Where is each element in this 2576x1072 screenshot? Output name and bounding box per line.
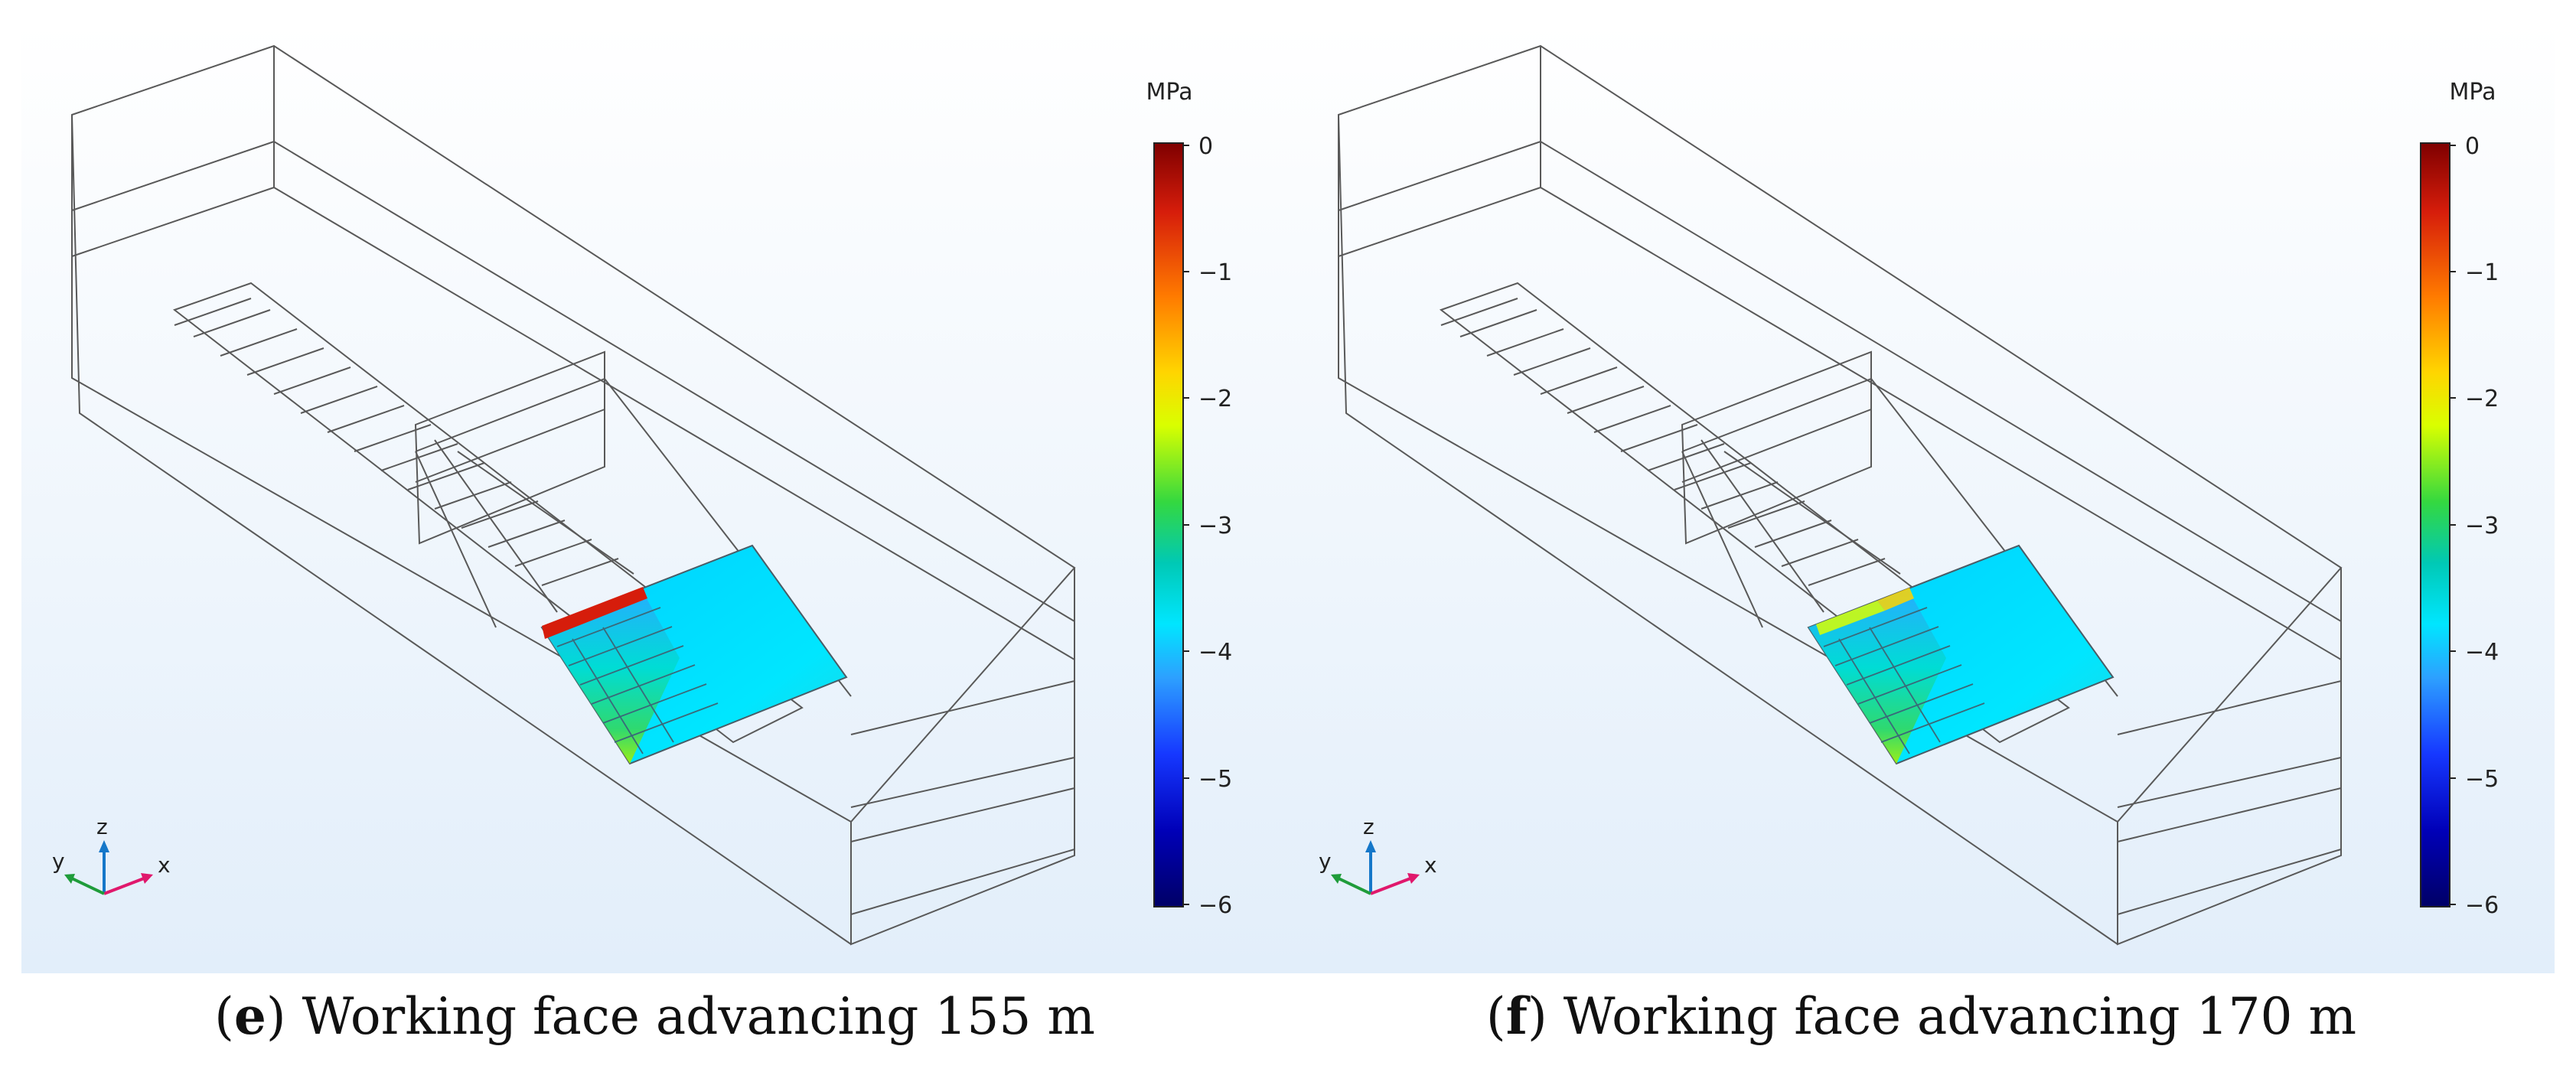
plot-background — [1288, 23, 2555, 973]
legend-unit: MPa — [1146, 79, 1192, 106]
tick-label: −6 — [1198, 892, 1232, 919]
roadway-ladder — [172, 282, 804, 744]
axis-x-label: x — [1424, 852, 1437, 878]
tick-label: −5 — [2465, 766, 2499, 793]
tick-label: −2 — [1198, 386, 1232, 412]
plot-background — [21, 23, 1288, 973]
axis-y-label: y — [1319, 849, 1332, 874]
tick-label: −1 — [1198, 259, 1232, 286]
color-legend: MPa 0 −1 −2 −3 −4 −5 −6 — [1146, 79, 1232, 919]
tick-label: −6 — [2465, 892, 2499, 919]
panel-e: z x y MPa 0 −1 −2 −3 −4 −5 −6 — [21, 23, 1288, 973]
axis-y-label: y — [52, 849, 65, 874]
tick-label: −5 — [1198, 766, 1232, 793]
tick-label: −3 — [1198, 513, 1232, 539]
model-view-e: z x y MPa 0 −1 −2 −3 −4 −5 −6 — [21, 23, 1288, 973]
axis-z-label: z — [96, 814, 108, 839]
axis-x-label: x — [158, 852, 171, 878]
roadway-ladder — [1439, 282, 2070, 744]
caption-letter: e — [233, 986, 266, 1046]
colorbar — [2420, 142, 2450, 907]
stress-band-yellow — [1816, 601, 1885, 635]
tick-label: 0 — [1198, 133, 1213, 160]
tick-label: −4 — [1198, 639, 1232, 666]
tick-label: 0 — [2465, 133, 2480, 160]
caption-text: Working face advancing 170 m — [1563, 987, 2357, 1046]
color-legend: MPa 0 −1 −2 −3 −4 −5 −6 — [2420, 79, 2499, 919]
legend-unit: MPa — [2449, 79, 2496, 106]
working-face-stress — [540, 544, 848, 765]
model-wireframe — [1338, 44, 2343, 946]
axes-triad: z x y — [1319, 814, 1437, 895]
caption-e: (e) Working face advancing 155 m — [214, 986, 1095, 1046]
caption-letter: f — [1505, 986, 1528, 1046]
tick-label: −2 — [2465, 386, 2499, 412]
tick-label: −4 — [2465, 639, 2499, 666]
caption-text: Working face advancing 155 m — [302, 987, 1095, 1046]
colorbar — [1153, 142, 1184, 907]
panel-f: z x y MPa 0 −1 −2 −3 −4 −5 −6 — [1288, 23, 2555, 973]
model-view-f: z x y MPa 0 −1 −2 −3 −4 −5 −6 — [1288, 23, 2555, 973]
stress-band-red — [542, 587, 647, 639]
tick-label: −3 — [2465, 513, 2499, 539]
axis-z-label: z — [1363, 814, 1374, 839]
caption-f: (f) Working face advancing 170 m — [1485, 986, 2357, 1046]
axes-triad: z x y — [52, 814, 171, 895]
tick-label: −1 — [2465, 259, 2499, 286]
working-face-stress — [1807, 544, 2115, 765]
